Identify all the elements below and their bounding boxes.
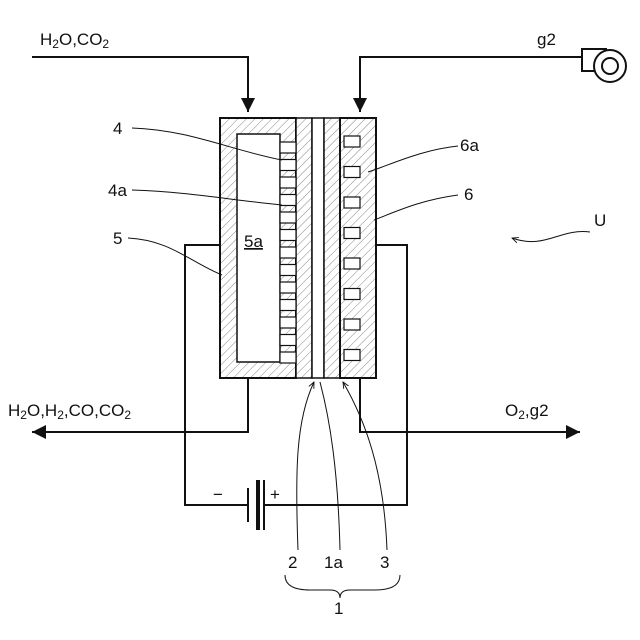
gas-channel (280, 300, 296, 311)
battery-plus-label: + (270, 485, 280, 504)
gas-channel (280, 142, 296, 153)
electrode-layer-2 (296, 118, 312, 378)
gas-channel (344, 197, 360, 208)
gas-channel (344, 319, 360, 330)
label-U: U (594, 211, 606, 230)
label-3: 3 (380, 553, 389, 572)
battery-symbol (248, 480, 264, 530)
inlet-left-flow (32, 57, 248, 112)
gas-channel (280, 317, 296, 328)
gas-channel (344, 228, 360, 239)
label-4: 4 (113, 119, 122, 138)
gas-channel (280, 352, 296, 363)
inlet-left-label: H2O,CO2 (40, 30, 109, 51)
label-6a: 6a (460, 136, 479, 155)
label-1: 1 (334, 599, 343, 618)
gas-channel (344, 167, 360, 178)
label-1a: 1a (324, 553, 343, 572)
oxygen-electrode-housing (340, 118, 376, 378)
outlet-left-label: H2O,H2,CO,CO2 (8, 401, 131, 422)
gas-channel (344, 136, 360, 147)
gas-channel (280, 230, 296, 241)
electrolyte-1a (312, 118, 324, 378)
gas-channel (280, 265, 296, 276)
label-5a: 5a (244, 232, 263, 251)
gas-channel (280, 335, 296, 346)
gas-channel (280, 282, 296, 293)
inlet-right-label: g2 (537, 30, 556, 49)
gas-channel (280, 212, 296, 223)
electrode-layer-3 (324, 118, 340, 378)
label-2: 2 (288, 553, 297, 572)
battery-minus-label: − (213, 485, 223, 504)
gas-channel (344, 350, 360, 361)
gas-channel (344, 289, 360, 300)
gas-channel (344, 258, 360, 269)
outlet-right-label: O2,g2 (505, 401, 549, 422)
blower-icon (582, 49, 626, 82)
label-6: 6 (464, 185, 473, 204)
inlet-right-flow (360, 57, 582, 112)
label-4a: 4a (108, 181, 127, 200)
gas-channel (280, 247, 296, 258)
label-5: 5 (113, 229, 122, 248)
gas-channel (280, 195, 296, 206)
gas-channel (280, 177, 296, 188)
gas-channel (280, 160, 296, 171)
